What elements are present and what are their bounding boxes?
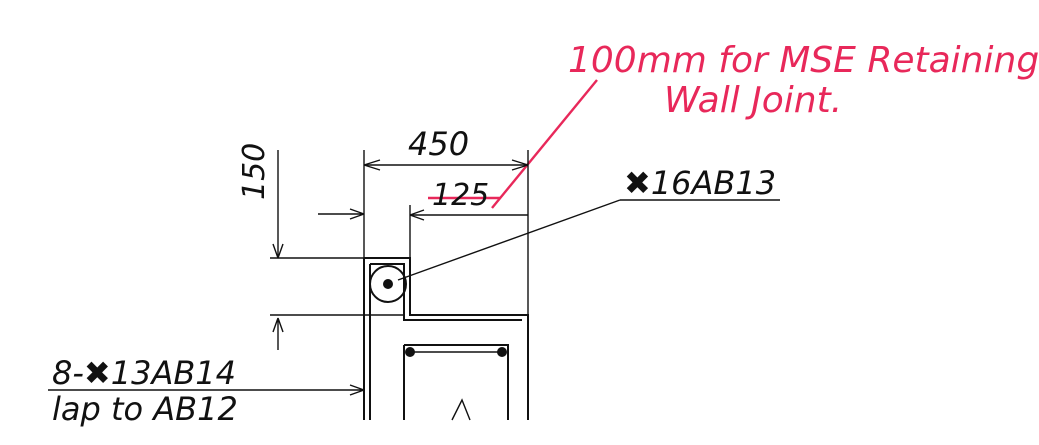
corner-bar-dot [383,279,393,289]
dimension-small-left-arrow [318,208,365,220]
dimension-450-label: 450 [408,125,469,163]
annotation-line-1: 100mm for MSE Retaining [568,40,1039,81]
top-bar-label: ✖16AB13 [624,164,776,202]
dimension-150-label: 150 [237,143,272,200]
corner-bar-circle [369,265,407,303]
bottom-bar-leader-line [48,384,365,396]
lower-reinforcement-box [403,344,509,420]
top-bar-leader-line [397,199,621,281]
dimension-150-arrow [272,243,284,259]
section-outline [363,257,529,420]
dimension-lower-vertical [272,317,284,350]
bottom-bar-label-1: 8-✖13AB14 [52,354,236,392]
annotation-leader-line [491,79,598,209]
dimension-125-arrow [409,209,425,221]
dimension-450-arrow-left [363,159,381,171]
bottom-bar-label-2: lap to AB12 [52,390,238,428]
dimension-450-arrow-right [511,159,529,171]
break-mark [451,398,471,421]
annotation-line-2: Wall Joint. [664,80,842,121]
dimension-125-label: 125 [432,178,489,213]
rebar-dot-right [497,347,507,357]
section-inner-outline [370,263,522,321]
rebar-dot-left [405,347,415,357]
